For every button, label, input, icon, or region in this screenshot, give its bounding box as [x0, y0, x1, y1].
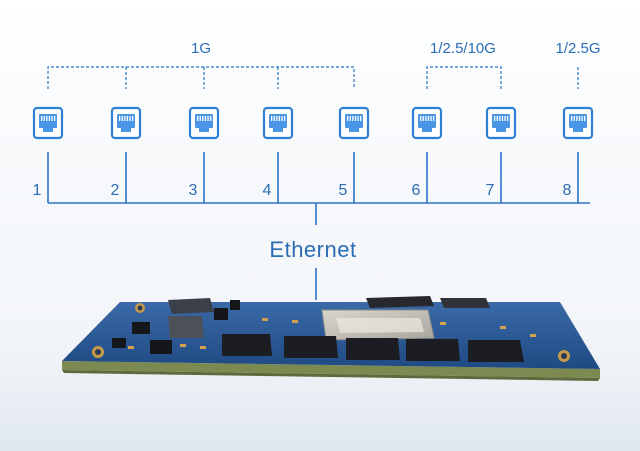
port-number-label: 2 — [111, 182, 120, 199]
ethernet-label: Ethernet — [269, 237, 356, 262]
group-bracket-1g — [47, 66, 355, 89]
ethernet-port-2: 2 — [110, 106, 142, 203]
ethernet-port-icon — [562, 106, 594, 140]
ethernet-port-7: 7 — [485, 106, 517, 203]
port-number-label: 5 — [339, 182, 348, 199]
port-number-label: 1 — [33, 182, 42, 199]
ethernet-port-1: 1 — [32, 106, 64, 203]
group-label-10g: 1/2.5/10G — [430, 40, 496, 57]
ethernet-port-icon — [338, 106, 370, 140]
ethernet-port-icon — [188, 106, 220, 140]
group-label-2-5g: 1/2.5G — [555, 40, 600, 57]
compute-module-board — [62, 296, 600, 381]
port-number-label: 4 — [263, 182, 272, 199]
ethernet-port-icon — [110, 106, 142, 140]
port-number-label: 3 — [189, 182, 198, 199]
ethernet-port-icon — [411, 106, 443, 140]
group-bracket-10g — [426, 66, 502, 89]
port-number-label: 8 — [563, 182, 572, 199]
port-number-label: 6 — [412, 182, 421, 199]
ethernet-port-6: 6 — [411, 106, 443, 203]
ethernet-port-5: 5 — [338, 106, 370, 203]
ethernet-port-3: 3 — [188, 106, 220, 203]
ethernet-port-icon — [485, 106, 517, 140]
port-number-label: 7 — [486, 182, 495, 199]
ethernet-port-8: 8 — [562, 106, 594, 203]
ethernet-port-4: 4 — [262, 106, 294, 203]
ethernet-port-icon — [32, 106, 64, 140]
group-label-1g: 1G — [191, 40, 211, 57]
soc-chip — [321, 309, 435, 341]
ethernet-port-icon — [262, 106, 294, 140]
